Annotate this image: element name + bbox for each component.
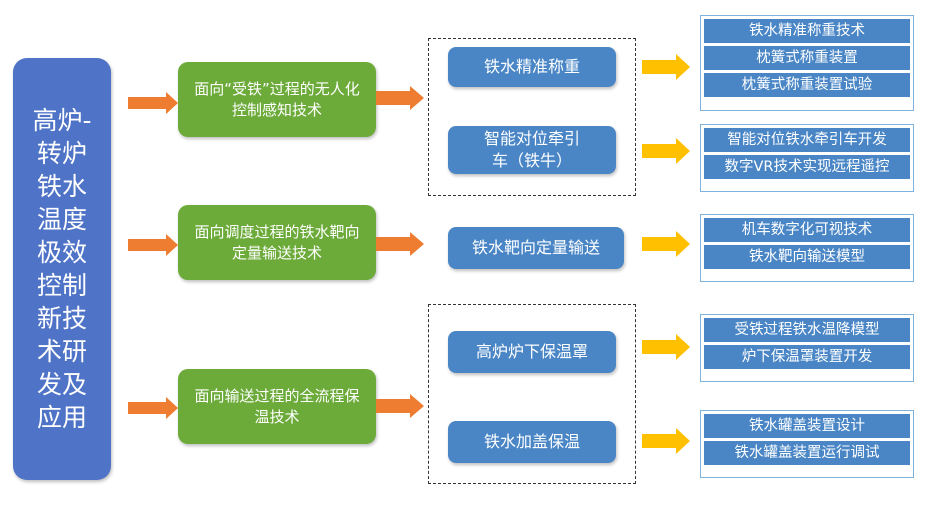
technology-3-1-box: 高炉炉下保温罩: [448, 331, 616, 373]
output-item: 智能对位铁水牵引车开发: [704, 128, 910, 152]
arrow-main-to-category-1: [128, 92, 178, 114]
arrow-main-to-category-2: [128, 234, 178, 256]
category-1-box: 面向“受铁”过程的无人化控制感知技术: [178, 62, 376, 137]
arrow-technology-3-1-to-outputs: [642, 334, 690, 360]
output-item: 受铁过程铁水温降模型: [704, 318, 910, 342]
output-group-1-1: 铁水精准称重技术 枕簧式称重装置 枕簧式称重装置试验: [700, 15, 914, 111]
technology-group-1: [428, 38, 636, 196]
arrow-technology-2-1-to-outputs: [642, 231, 690, 257]
arrow-technology-1-2-to-outputs: [642, 138, 690, 164]
arrow-category-3-to-group: [376, 394, 424, 418]
technology-1-1-box: 铁水精准称重: [448, 47, 616, 87]
technology-1-1-label: 铁水精准称重: [483, 57, 580, 76]
output-item: 枕簧式称重装置试验: [704, 73, 910, 97]
category-3-label: 面向输送过程的全流程保温技术: [194, 386, 360, 426]
technology-1-2-label: 智能对位牵引车（铁牛）: [483, 129, 580, 170]
output-group-3-2: 铁水罐盖装置设计 铁水罐盖装置运行调试: [700, 410, 914, 478]
arrow-category-1-to-group: [376, 86, 424, 110]
main-title-box: 高炉-转炉铁水温度极效控制新技术研发及应用: [13, 58, 111, 480]
technology-3-2-label: 铁水加盖保温: [483, 432, 580, 451]
output-group-2-1: 机车数字化可视技术 铁水靶向输送模型: [700, 214, 914, 282]
output-item: 铁水罐盖装置运行调试: [704, 441, 910, 465]
arrow-main-to-category-3: [128, 397, 178, 419]
output-item: 炉下保温罩装置开发: [704, 345, 910, 369]
output-item: 铁水罐盖装置设计: [704, 414, 910, 438]
technology-3-2-box: 铁水加盖保温: [448, 421, 616, 463]
technology-2-1-box: 铁水靶向定量输送: [448, 227, 624, 269]
output-item: 铁水精准称重技术: [704, 19, 910, 43]
category-3-box: 面向输送过程的全流程保温技术: [178, 369, 376, 444]
output-item: 机车数字化可视技术: [704, 218, 910, 242]
category-1-label: 面向“受铁”过程的无人化控制感知技术: [194, 79, 360, 119]
arrow-category-2-to-technology: [376, 232, 424, 256]
technology-1-2-box: 智能对位牵引车（铁牛）: [448, 126, 616, 174]
technology-2-1-label: 铁水靶向定量输送: [471, 238, 600, 257]
arrow-technology-3-2-to-outputs: [642, 428, 690, 454]
output-group-1-2: 智能对位铁水牵引车开发 数字VR技术实现远程遥控: [700, 124, 914, 192]
category-2-box: 面向调度过程的铁水靶向定量输送技术: [178, 205, 376, 280]
output-item: 数字VR技术实现远程遥控: [704, 155, 910, 179]
main-title: 高炉-转炉铁水温度极效控制新技术研发及应用: [32, 106, 92, 432]
technology-group-3: [428, 304, 636, 484]
output-group-3-1: 受铁过程铁水温降模型 炉下保温罩装置开发: [700, 314, 914, 382]
arrow-technology-1-1-to-outputs: [642, 54, 690, 80]
category-2-label: 面向调度过程的铁水靶向定量输送技术: [194, 222, 360, 262]
output-item: 枕簧式称重装置: [704, 46, 910, 70]
technology-3-1-label: 高炉炉下保温罩: [475, 342, 588, 361]
output-item: 铁水靶向输送模型: [704, 245, 910, 269]
